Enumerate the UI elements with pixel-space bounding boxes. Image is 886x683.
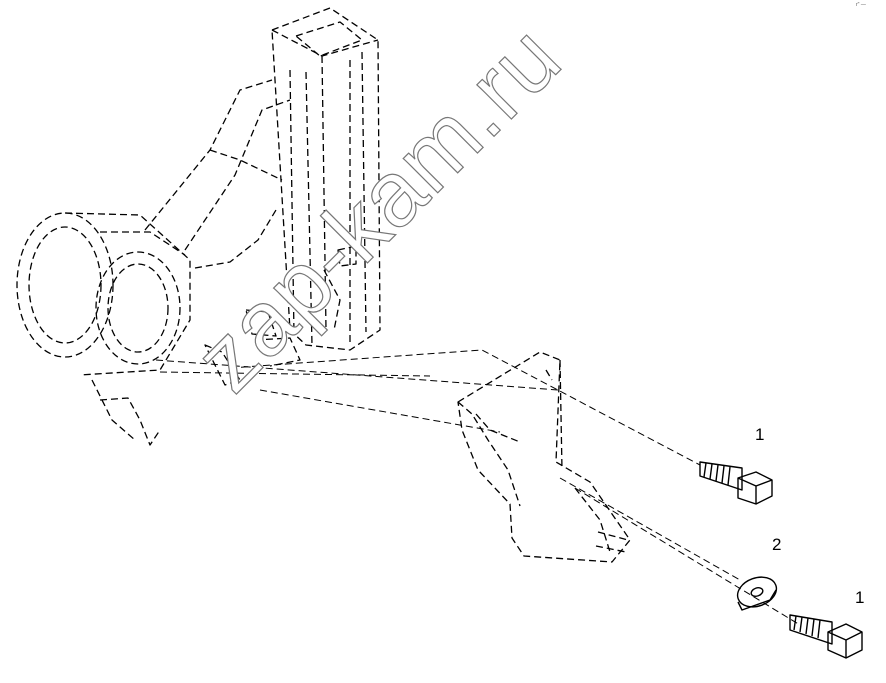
vertical-housing-column — [271, 7, 381, 351]
corner-mark: r" — — [856, 2, 866, 8]
bolt-lower — [789, 614, 863, 659]
callout-1-upper: 1 — [755, 425, 765, 444]
washer — [736, 576, 778, 611]
alignment-lines — [155, 349, 801, 626]
mounting-bracket — [457, 351, 631, 563]
callout-2: 2 — [772, 535, 782, 554]
bolt-upper — [699, 461, 773, 505]
bearing-housing — [16, 79, 301, 446]
callout-1-lower: 1 — [855, 588, 865, 607]
